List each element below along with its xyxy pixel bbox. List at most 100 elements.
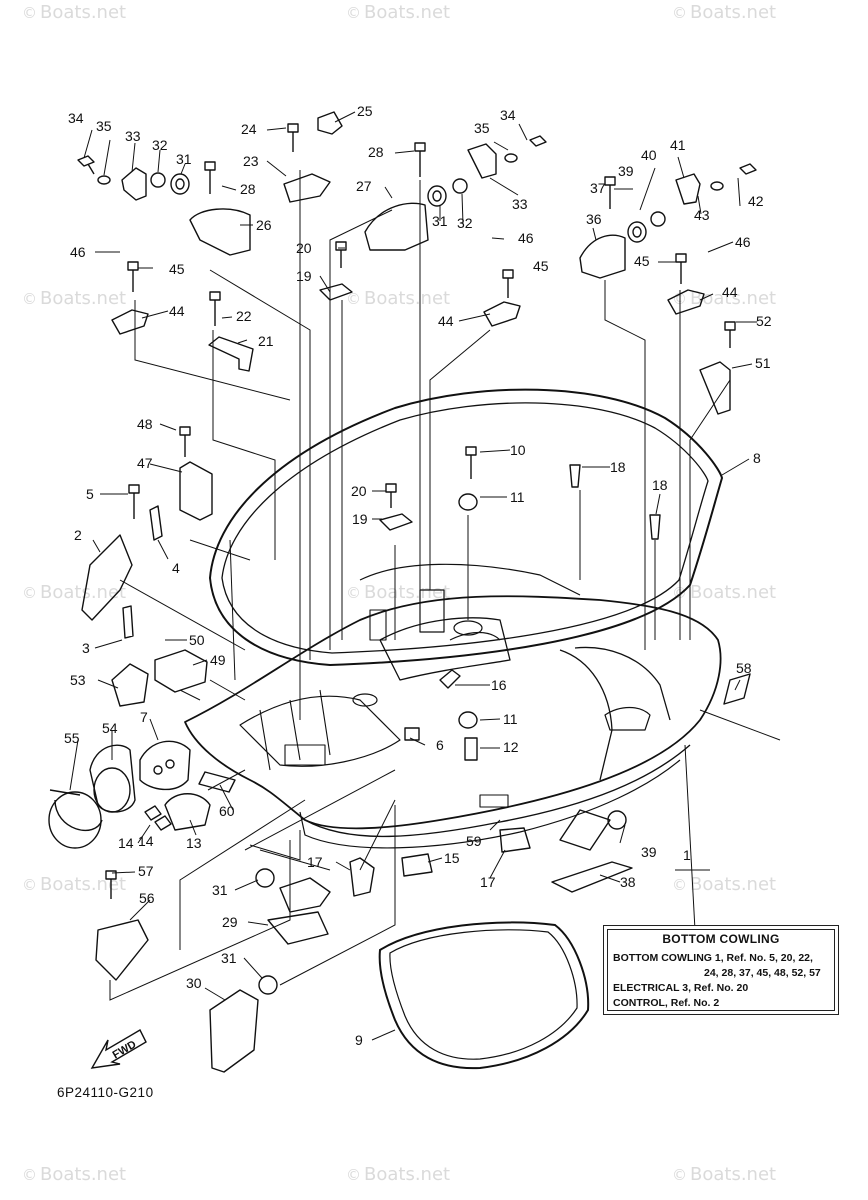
watermark: ©Boats.net	[22, 2, 126, 23]
diagram-part-code: 6P24110-G210	[57, 1085, 154, 1100]
fwd-arrow	[90, 1029, 147, 1069]
callout: 54	[102, 720, 118, 736]
callout: 35	[96, 118, 112, 134]
callout: 11	[510, 489, 525, 505]
callout: 47	[137, 455, 153, 471]
callout: 7	[140, 709, 148, 725]
svg-text:©: ©	[346, 584, 361, 602]
watermark: ©Boats.net	[22, 288, 126, 309]
callout: 35	[474, 120, 490, 136]
legend-line: BOTTOM COWLING 1, Ref. No. 5, 20, 22,	[613, 952, 813, 964]
svg-text:Boats.net: Boats.net	[40, 2, 126, 23]
callout: 2	[74, 527, 82, 543]
svg-text:Boats.net: Boats.net	[690, 1164, 776, 1185]
callout: 18	[610, 459, 626, 475]
svg-text:Boats.net: Boats.net	[364, 1164, 450, 1185]
callout: 22	[236, 308, 252, 324]
svg-text:Boats.net: Boats.net	[364, 582, 450, 603]
callout: 17	[480, 874, 496, 890]
callout: 1	[683, 847, 691, 863]
watermark: ©Boats.net	[346, 2, 450, 23]
callout: 4	[172, 560, 180, 576]
callout: 56	[139, 890, 155, 906]
callout: 9	[355, 1032, 363, 1048]
callout: 50	[189, 632, 205, 648]
callout: 26	[256, 217, 272, 233]
svg-text:Boats.net: Boats.net	[40, 582, 126, 603]
svg-text:©: ©	[346, 1166, 361, 1184]
callout: 57	[138, 863, 154, 879]
watermark: ©Boats.net	[22, 582, 126, 603]
callout: 44	[438, 313, 454, 329]
callout: 39	[618, 163, 634, 179]
svg-text:Boats.net: Boats.net	[690, 582, 776, 603]
callout: 12	[503, 739, 519, 755]
callout: 18	[652, 477, 668, 493]
callout: 27	[356, 178, 372, 194]
callout: 16	[491, 677, 507, 693]
callout: 52	[756, 313, 772, 329]
callout: 28	[368, 144, 384, 160]
callout: 11	[503, 711, 518, 727]
legend-line: 24, 28, 37, 45, 48, 52, 57	[704, 967, 821, 979]
callout: 37	[590, 180, 606, 196]
callout: 21	[258, 333, 274, 349]
svg-text:©: ©	[22, 290, 37, 308]
callout: 44	[169, 303, 185, 319]
watermark: ©Boats.net	[672, 582, 776, 603]
callout: 15	[444, 850, 460, 866]
callout: 28	[240, 181, 256, 197]
watermark: ©Boats.net	[346, 288, 450, 309]
small-parts	[48, 111, 757, 1073]
callout: 14	[118, 835, 134, 851]
callout: 41	[670, 137, 686, 153]
leader-lines	[69, 111, 781, 1041]
legend-line: CONTROL, Ref. No. 2	[613, 997, 720, 1009]
callout: 14	[138, 833, 154, 849]
svg-text:©: ©	[672, 1166, 687, 1184]
callout: 31	[212, 882, 228, 898]
fwd-direction-marker: FWD	[88, 1030, 148, 1074]
watermark: ©Boats.net	[672, 1164, 776, 1185]
callout: 33	[512, 196, 528, 212]
legend-line: ELECTRICAL 3, Ref. No. 20	[613, 982, 749, 994]
gasket-drawing	[378, 921, 590, 1070]
callout: 20	[351, 483, 367, 499]
svg-text:Boats.net: Boats.net	[40, 288, 126, 309]
callout: 32	[152, 137, 168, 153]
svg-text:©: ©	[672, 876, 687, 894]
callout: 36	[586, 211, 602, 227]
callout: 3	[82, 640, 90, 656]
callout: 34	[500, 107, 516, 123]
watermark: ©Boats.net	[672, 2, 776, 23]
svg-text:Boats.net: Boats.net	[690, 874, 776, 895]
watermark: ©Boats.net	[22, 874, 126, 895]
callout: 48	[137, 416, 153, 432]
callout: 53	[70, 672, 86, 688]
callout: 59	[466, 833, 482, 849]
callout: 29	[222, 914, 238, 930]
svg-text:©: ©	[346, 290, 361, 308]
callout: 46	[518, 230, 534, 246]
callout: 58	[736, 660, 752, 676]
callout: 43	[694, 207, 710, 223]
callout: 24	[241, 121, 257, 137]
callout: 23	[243, 153, 259, 169]
svg-text:Boats.net: Boats.net	[690, 2, 776, 23]
watermarks: ©Boats.net ©Boats.net ©Boats.net ©Boats.…	[22, 2, 776, 1185]
svg-text:Boats.net: Boats.net	[690, 288, 776, 309]
svg-text:Boats.net: Boats.net	[364, 2, 450, 23]
bottom-cowling-drawing	[184, 388, 723, 849]
callout: 13	[186, 835, 202, 851]
svg-text:©: ©	[346, 4, 361, 22]
callout: 45	[533, 258, 549, 274]
callout: 30	[186, 975, 202, 991]
callout: 33	[125, 128, 141, 144]
callout: 25	[357, 103, 373, 119]
legend-inner-frame	[607, 929, 835, 1011]
callout: 55	[64, 730, 80, 746]
legend-title: BOTTOM COWLING	[662, 932, 780, 946]
callout: 49	[210, 652, 226, 668]
callout: 38	[620, 874, 636, 890]
